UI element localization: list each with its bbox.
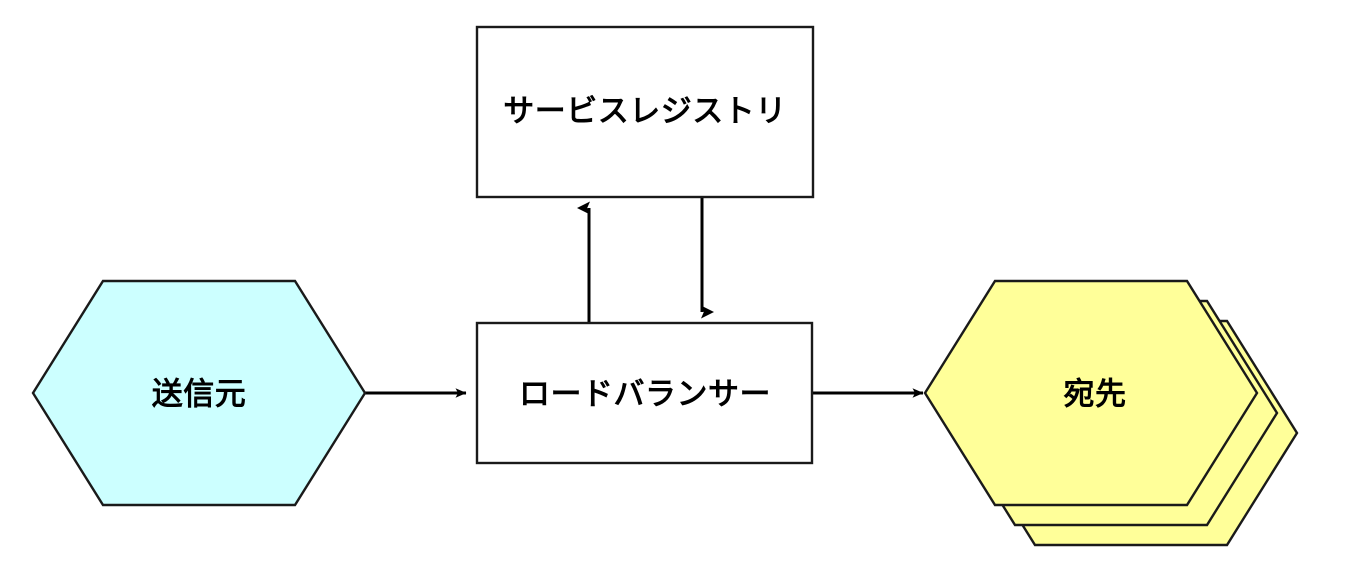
service-registry-box[interactable] xyxy=(475,25,815,199)
source-label: 送信元 xyxy=(152,377,247,412)
edge-layer xyxy=(365,197,924,398)
node-service-registry[interactable]: サービスレジストリ xyxy=(475,25,815,199)
source-hexagon[interactable] xyxy=(31,279,367,507)
node-destination[interactable]: 宛先 xyxy=(923,279,1299,547)
service-registry-label: サービスレジストリ xyxy=(503,94,787,129)
destination-label: 宛先 xyxy=(1064,377,1127,412)
destination-hexagon-front[interactable] xyxy=(923,279,1259,507)
node-load-balancer[interactable]: ロードバランサー xyxy=(475,321,814,465)
node-source[interactable]: 送信元 xyxy=(31,279,367,507)
load-balancer-label: ロードバランサー xyxy=(519,377,771,412)
load-balancer-box[interactable] xyxy=(475,321,814,465)
